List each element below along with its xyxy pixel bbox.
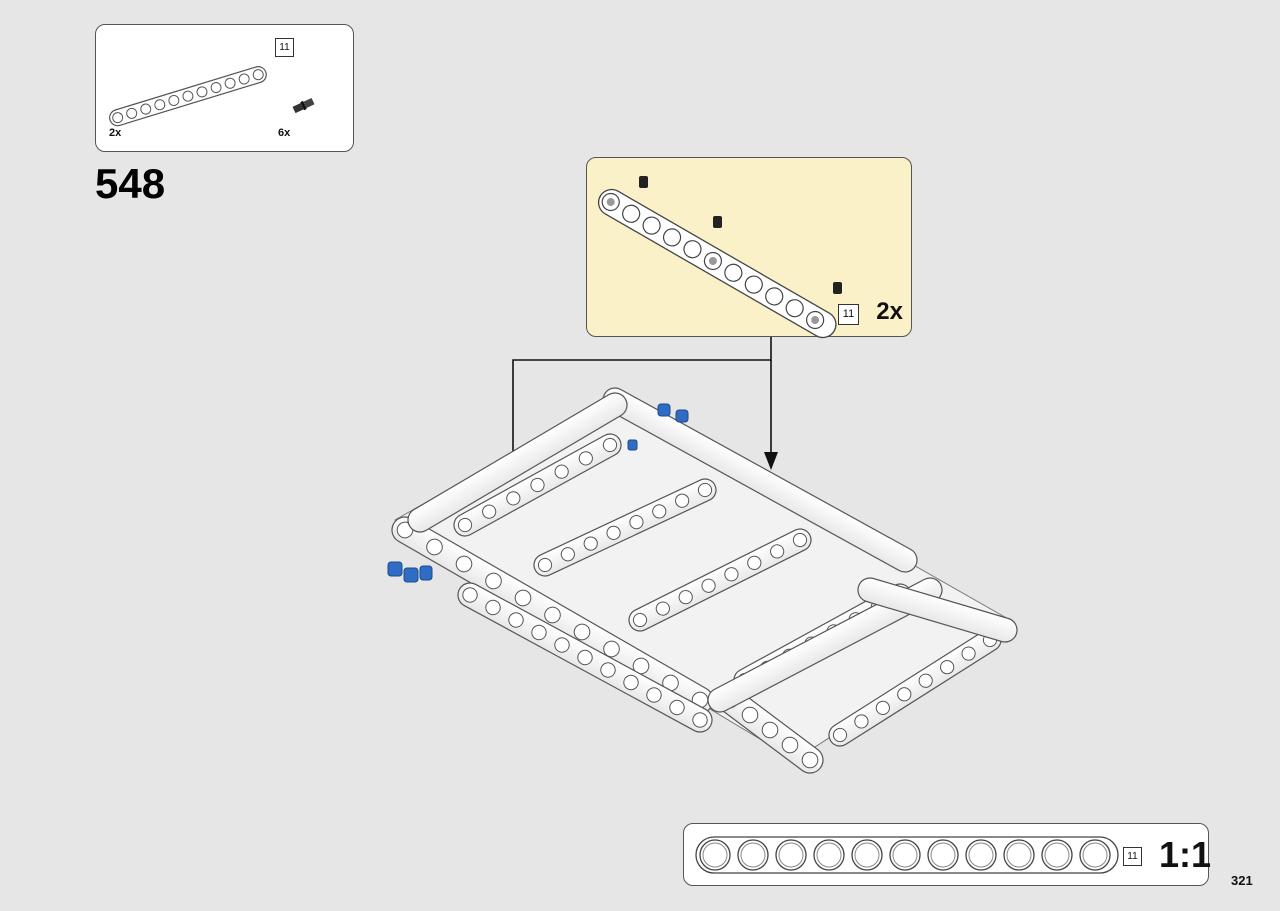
length-badge-callout: 11 (838, 304, 859, 325)
scale-reference-box: 11 1:1 (683, 823, 1212, 886)
beam-quantity: 2x (109, 127, 122, 139)
pin-part-image (292, 97, 315, 114)
page-number: 321 (1231, 873, 1253, 888)
subassembly-callout: 11 2x (586, 157, 912, 339)
step-number: 548 (95, 160, 166, 207)
pin-quantity: 6x (278, 127, 291, 139)
beam-with-pins-image (597, 176, 842, 339)
length-badge-parts: 11 (275, 38, 294, 57)
parts-list-box: 11 2x 6x (95, 24, 354, 152)
scale-ratio-label: 1:1 (1159, 834, 1212, 875)
length-badge-scale: 11 (1123, 847, 1142, 866)
beam-11-part-image (109, 66, 267, 127)
callout-quantity: 2x (876, 298, 903, 325)
beam-11-scale-image (695, 836, 1119, 874)
